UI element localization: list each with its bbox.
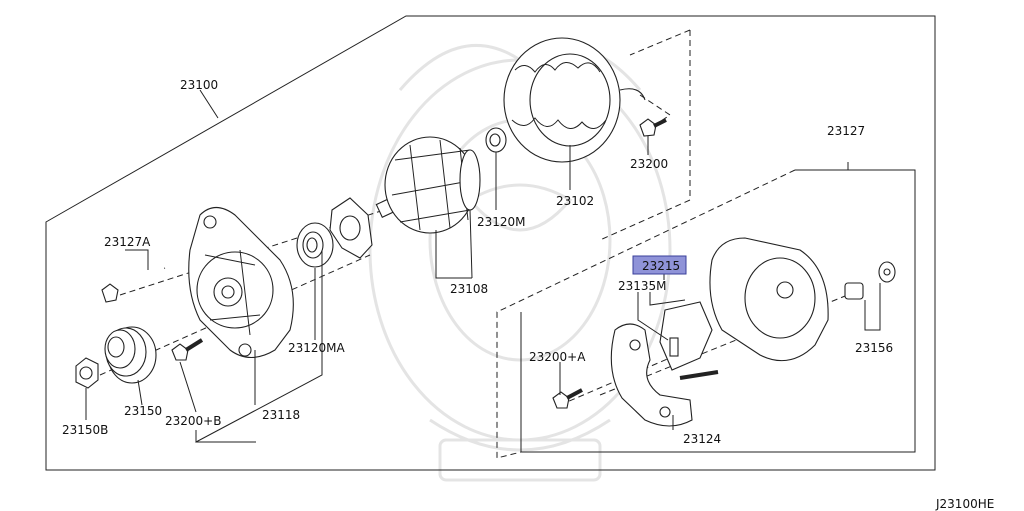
- stator-bolt-part: [639, 118, 667, 137]
- rear-cover-frame-outline: [520, 169, 916, 453]
- bearing-retainer-part: [329, 197, 373, 259]
- part-label[interactable]: 23127: [827, 124, 865, 138]
- part-label[interactable]: 23135M: [618, 279, 667, 293]
- part-label-highlighted[interactable]: 23215: [642, 259, 680, 273]
- part-label[interactable]: 23118: [262, 408, 300, 422]
- pulley-part: [104, 326, 157, 384]
- regulator-bolt-part: [552, 388, 583, 409]
- rectifier-part: [610, 323, 719, 427]
- part-label[interactable]: 23200+B: [165, 414, 221, 428]
- mounting-bolt-part: [171, 338, 204, 361]
- part-label[interactable]: 23102: [556, 194, 594, 208]
- part-label[interactable]: 23200: [630, 157, 668, 171]
- front-housing-part: [188, 206, 294, 359]
- nut-part: [75, 357, 99, 389]
- part-label[interactable]: 23127A: [104, 235, 151, 249]
- brush-holder-part: [659, 301, 713, 371]
- part-label[interactable]: 23120M: [477, 215, 526, 229]
- part-label[interactable]: 23124: [683, 432, 721, 446]
- part-label[interactable]: 23100: [180, 78, 218, 92]
- part-label[interactable]: 23200+A: [529, 350, 586, 364]
- rotor-part: [375, 136, 481, 234]
- terminal-insulator-part: [844, 261, 896, 300]
- part-label[interactable]: 23150: [124, 404, 162, 418]
- stator-part: [503, 37, 646, 163]
- rear-bearing-part: [485, 127, 507, 153]
- part-label[interactable]: 23108: [450, 282, 488, 296]
- part-label[interactable]: 23156: [855, 341, 893, 355]
- rear-cover-part: [709, 237, 829, 362]
- front-bearing-part: [296, 222, 334, 268]
- assembly-frame-outline: [45, 15, 936, 471]
- part-label[interactable]: 23120MA: [288, 341, 346, 355]
- highlighted-part-box: [632, 255, 687, 275]
- diagram-code: J23100HE: [935, 497, 994, 511]
- through-bolt-part: [101, 266, 166, 303]
- leader-lines: [85, 89, 881, 443]
- part-label[interactable]: 23150B: [62, 423, 108, 437]
